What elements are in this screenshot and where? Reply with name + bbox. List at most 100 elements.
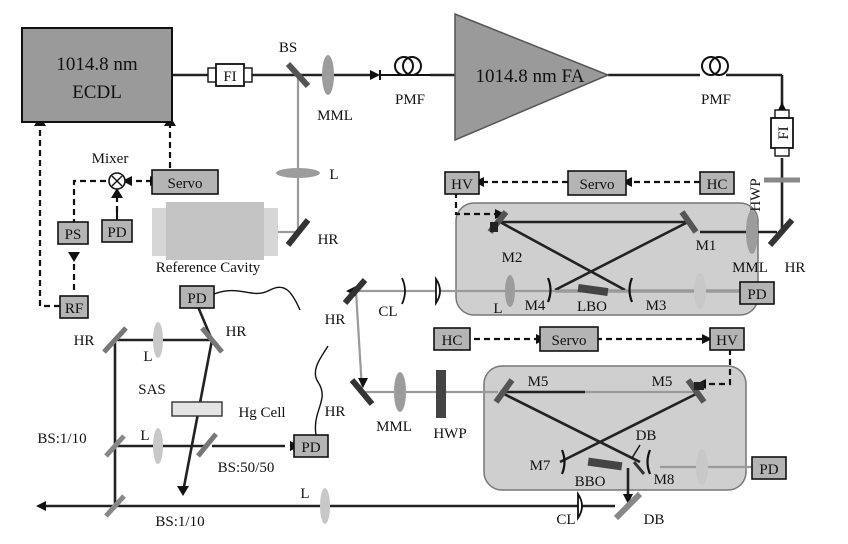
pd-bbo-label: PD	[759, 462, 778, 478]
hr-mid-label: HR	[325, 312, 346, 328]
mml-low-lens	[394, 372, 406, 412]
sas-label: SAS	[138, 382, 166, 398]
pd-sas2-cable	[314, 345, 329, 436]
fi2-label: FI	[776, 126, 792, 139]
bbo-cavity-enclosure	[483, 365, 747, 491]
hr-mid-mirror	[342, 278, 368, 305]
hr-sas-left-label: HR	[74, 333, 95, 349]
pd-sas-box	[179, 285, 215, 309]
bs-1-10-b-label: BS:1/10	[155, 514, 204, 530]
pd-sas2-box	[293, 434, 329, 458]
m4-label: M4	[525, 298, 546, 314]
control-signal-lines	[38, 122, 732, 386]
hg-cell-label: Hg Cell	[238, 405, 285, 421]
hwp-top-label: HWP	[748, 178, 764, 211]
db-upper-label: DB	[636, 428, 657, 444]
pd-lbo-label: PD	[747, 287, 766, 303]
bs-top-label: BS	[279, 40, 297, 56]
m3-label: M3	[646, 298, 667, 314]
fiber-amplifier	[454, 12, 610, 142]
hr-right-label: HR	[785, 260, 806, 276]
hr-sas-right-label: HR	[226, 324, 247, 340]
bbo-crystal	[587, 457, 623, 471]
mirror-m8	[646, 449, 652, 475]
m2-label: M2	[502, 250, 523, 266]
l-sas-top-lens	[153, 322, 163, 358]
pd-bbo-box	[751, 456, 787, 480]
db-upper-mirror	[632, 461, 646, 475]
db-bottom-label: DB	[644, 512, 665, 528]
ecdl-box	[21, 27, 173, 123]
hv-top-label: HV	[451, 177, 473, 193]
hv-bottom-box	[709, 327, 745, 351]
hr-ref-mirror	[285, 218, 311, 247]
ps-label: PS	[65, 227, 82, 243]
hv-top-box	[444, 171, 480, 195]
faraday-isolator-1	[207, 63, 253, 87]
l-bottom-label: L	[300, 486, 309, 502]
hg-cell	[171, 401, 223, 417]
reference-cavity-label: Reference Cavity	[156, 260, 261, 276]
beam-splitter-top	[285, 61, 311, 89]
mixer-label: Mixer	[92, 151, 129, 167]
mixer-symbol	[108, 172, 126, 190]
l-sas-bottom-label: L	[140, 428, 149, 444]
bs-1-10-top	[104, 434, 126, 458]
bs-1-10-bottom	[104, 494, 126, 518]
cl-bottom-label: CL	[556, 512, 575, 528]
mml-low-label: MML	[376, 419, 412, 435]
cl-bottom-lens	[577, 491, 583, 521]
mml-right-label: MML	[732, 260, 768, 276]
hwp-low-plate	[436, 370, 446, 418]
pmf1-label: PMF	[395, 92, 425, 108]
cl-mid-lens-a	[401, 277, 406, 305]
l-ref-label: L	[329, 167, 338, 183]
l-lbo-label: L	[493, 301, 502, 317]
hc-top-box	[699, 171, 735, 195]
hr-low-mirror	[349, 378, 375, 406]
fiber-coupler-1	[370, 70, 381, 80]
pd-ref-label: PD	[107, 225, 126, 241]
bbo-label: BBO	[575, 474, 606, 490]
ps-box	[57, 221, 89, 245]
mirror-m1	[679, 210, 699, 234]
bs-1-10-a-label: BS:1/10	[37, 431, 86, 447]
mirror-m5-right	[685, 378, 707, 404]
pd-lbo-box	[739, 281, 775, 305]
pmf-coil-2	[701, 56, 729, 76]
hr-low-label: HR	[325, 404, 346, 420]
faraday-isolator-2	[770, 109, 794, 157]
mirror-m4	[546, 277, 552, 303]
rf-box	[59, 295, 89, 319]
m8-label: M8	[654, 472, 675, 488]
bs-50-50	[196, 432, 218, 458]
hc-bottom-box	[433, 327, 471, 351]
hc-bottom-label: HC	[442, 333, 463, 349]
hr-sas-left-mirror	[102, 326, 128, 354]
servo-top-box	[567, 170, 627, 196]
cl-mid-label: CL	[378, 304, 397, 320]
db-bottom-mirror	[613, 491, 643, 521]
servo-bottom-label: Servo	[552, 333, 587, 349]
hwp-low-label: HWP	[433, 426, 466, 442]
m1-label: M1	[696, 238, 717, 254]
cl-mid-lens-b	[435, 276, 441, 306]
ecdl-label-line2: ECDL	[72, 82, 122, 103]
m7-label: M7	[530, 458, 551, 474]
mml-top-label: MML	[317, 108, 353, 124]
bbo-output-lens	[696, 449, 708, 485]
servo-bottom-box	[539, 326, 599, 352]
pmf2-label: PMF	[701, 92, 731, 108]
lbo-cavity-enclosure	[455, 202, 759, 316]
hc-top-label: HC	[707, 177, 728, 193]
m2-piezo	[490, 222, 498, 232]
pd-sas2-label: PD	[301, 440, 320, 456]
hr-sas-right-mirror	[200, 326, 224, 354]
l-sas-top-label: L	[143, 349, 152, 365]
fi1-label: FI	[223, 69, 236, 85]
pd-sas-cable	[213, 286, 301, 311]
servo-top-label: Servo	[580, 177, 615, 193]
mml-right-lens	[746, 210, 758, 254]
